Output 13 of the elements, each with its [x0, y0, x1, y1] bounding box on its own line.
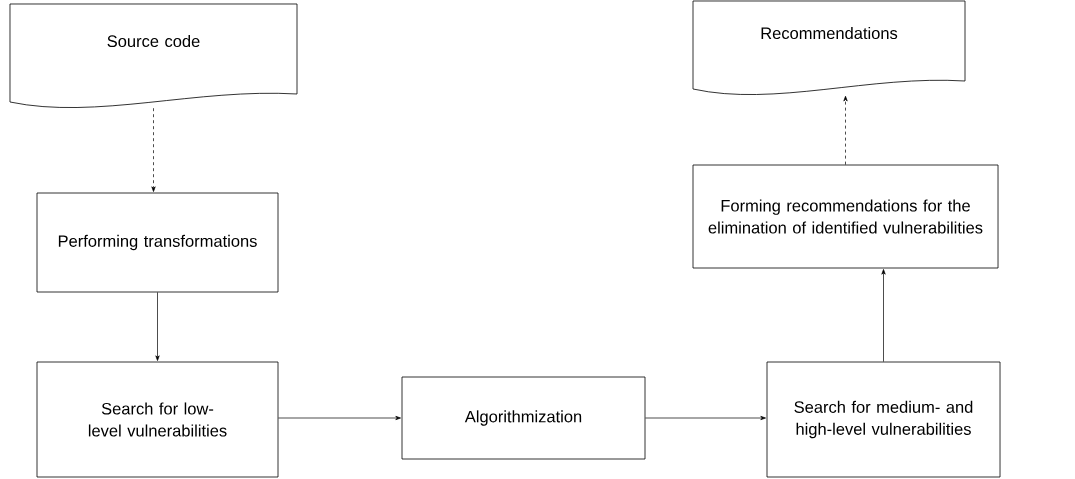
arrow	[881, 269, 886, 362]
document-shape: Recommendations	[692, 0, 966, 95]
arrow	[155, 292, 160, 361]
process-box: Algorithmization	[401, 376, 646, 460]
arrow	[278, 415, 401, 421]
arrow	[843, 95, 848, 165]
process-box: Search for low-level vulnerabilities	[36, 361, 279, 478]
document-shape: Source code	[9, 3, 298, 108]
process-box: Search for medium- and high-level vulnerabilities	[766, 361, 1001, 478]
arrow	[151, 107, 156, 192]
process-box: Forming recommendations for the elimination of identified vulnerabilities	[692, 164, 999, 269]
arrow	[645, 415, 766, 421]
process-box: Performing transformations	[36, 192, 279, 293]
